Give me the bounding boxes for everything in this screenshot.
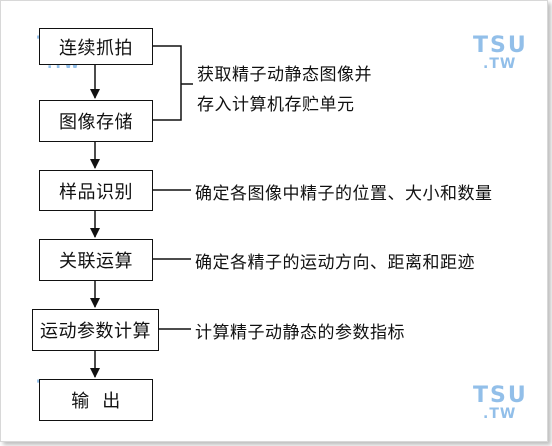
note-capture-line2: 存入计算机存贮单元 — [197, 95, 355, 115]
step-correlate-box: 关联运算 — [39, 239, 153, 281]
step-output-box: 输 出 — [39, 379, 153, 421]
connector-lines — [90, 45, 193, 378]
note-capture-line1: 获取精子动静态图像并 — [197, 65, 372, 85]
bracket-capture-store — [153, 45, 182, 121]
watermark-sub: .TW — [483, 406, 517, 422]
note-params: 计算精子动静态的参数指标 — [195, 323, 405, 343]
step-capture-box: 连续抓拍 — [39, 28, 153, 65]
step-params-box: 运动参数计算 — [32, 309, 159, 351]
note-identify: 确定各图像中精子的位置、大小和数量 — [195, 184, 493, 204]
step-store-box: 图像存储 — [39, 100, 153, 142]
note-correlate: 确定各精子的运动方向、距离和距迹 — [195, 253, 475, 273]
watermark-top-right: TSU .TW — [473, 33, 528, 72]
watermark-main: TSU — [473, 383, 528, 408]
watermark-bottom-right: TSU .TW — [473, 383, 528, 422]
watermark-main: TSU — [473, 33, 528, 58]
step-identify-box: 样品识别 — [39, 170, 153, 211]
watermark-sub: .TW — [483, 56, 517, 72]
